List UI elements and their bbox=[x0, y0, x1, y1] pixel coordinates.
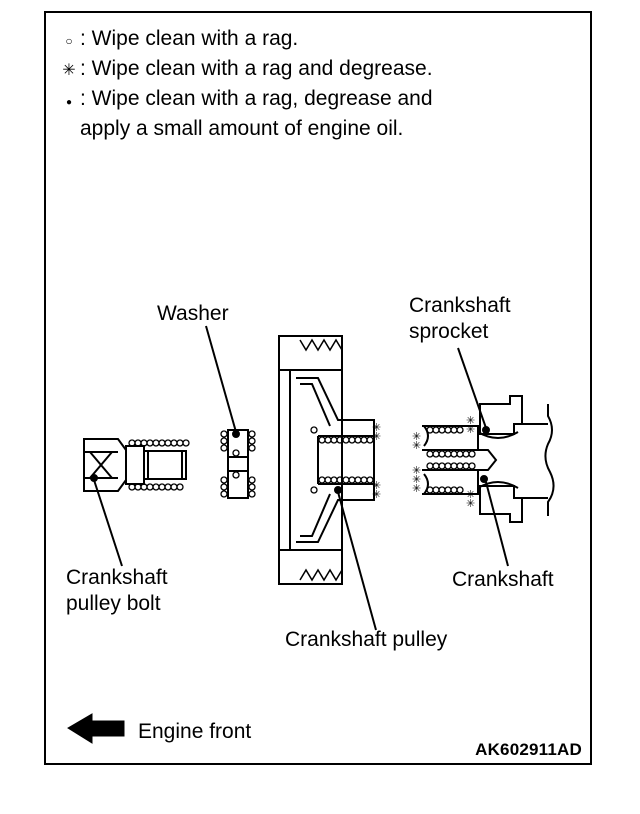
label-bolt-line2: pulley bolt bbox=[66, 592, 161, 615]
svg-text:✳: ✳ bbox=[412, 430, 421, 443]
label-engine-front: Engine front bbox=[138, 720, 252, 743]
legend-text-wipe: : Wipe clean with a rag. bbox=[80, 27, 299, 50]
svg-text:✳: ✳ bbox=[412, 473, 421, 486]
svg-text:✳: ✳ bbox=[372, 430, 381, 443]
washer-clean-circles bbox=[220, 430, 256, 498]
svg-text:✳: ✳ bbox=[372, 421, 381, 434]
pulley-clean-circles bbox=[310, 426, 374, 494]
figure-code: AK602911AD bbox=[475, 740, 582, 759]
oil-dot-crankshaft bbox=[480, 475, 488, 483]
legend-text-oil: : Wipe clean with a rag, degrease and bbox=[80, 87, 433, 110]
legend-row-wipe: ○ : Wipe clean with a rag. bbox=[58, 27, 298, 53]
diagram-frame bbox=[44, 11, 592, 765]
legend-row-oil-continued: apply a small amount of engine oil. bbox=[80, 117, 403, 141]
washer bbox=[205, 325, 249, 499]
crankshaft-clean-circles bbox=[426, 426, 476, 494]
crankshaft-pulley-bolt bbox=[83, 438, 187, 567]
svg-text:✳: ✳ bbox=[466, 497, 475, 510]
crankshaft-pulley bbox=[278, 335, 377, 631]
small-circle-icon: ○ bbox=[65, 34, 73, 48]
pulley-degrease-asterisks: ✳✳ ✳✳ bbox=[372, 421, 381, 501]
svg-text:✳: ✳ bbox=[372, 488, 381, 501]
legend-text-oil-continued: apply a small amount of engine oil. bbox=[80, 117, 404, 140]
label-sprocket-line2: sprocket bbox=[409, 320, 489, 343]
oil-dot-sprocket bbox=[482, 426, 490, 434]
filled-dot-icon: ● bbox=[65, 97, 73, 108]
svg-text:✳: ✳ bbox=[466, 423, 475, 436]
label-crankshaft-pulley: Crankshaft pulley bbox=[285, 628, 448, 651]
legend-row-oil: ● : Wipe clean with a rag, degrease and bbox=[58, 87, 433, 115]
asterisk-icon: ✳ bbox=[62, 62, 76, 79]
label-crankshaft: Crankshaft bbox=[452, 568, 554, 591]
svg-text:✳: ✳ bbox=[412, 464, 421, 477]
bolt-clean-circles bbox=[128, 439, 190, 491]
svg-text:✳: ✳ bbox=[466, 414, 475, 427]
svg-text:✳: ✳ bbox=[372, 479, 381, 492]
arrow-left-icon bbox=[67, 713, 125, 744]
svg-text:✳: ✳ bbox=[466, 488, 475, 501]
label-bolt-line1: Crankshaft bbox=[66, 566, 168, 589]
label-washer: Washer bbox=[157, 302, 229, 325]
svg-text:✳: ✳ bbox=[412, 439, 421, 452]
crankshaft-degrease-asterisks: ✳✳ ✳✳✳ ✳✳ ✳✳ bbox=[412, 414, 475, 510]
svg-text:✳: ✳ bbox=[412, 482, 421, 495]
legend-row-degrease: ✳: Wipe clean with a rag and degrease. bbox=[58, 57, 433, 83]
legend-text-degrease: : Wipe clean with a rag and degrease. bbox=[80, 57, 433, 80]
crankshaft bbox=[422, 404, 555, 567]
label-sprocket-line1: Crankshaft bbox=[409, 294, 511, 317]
